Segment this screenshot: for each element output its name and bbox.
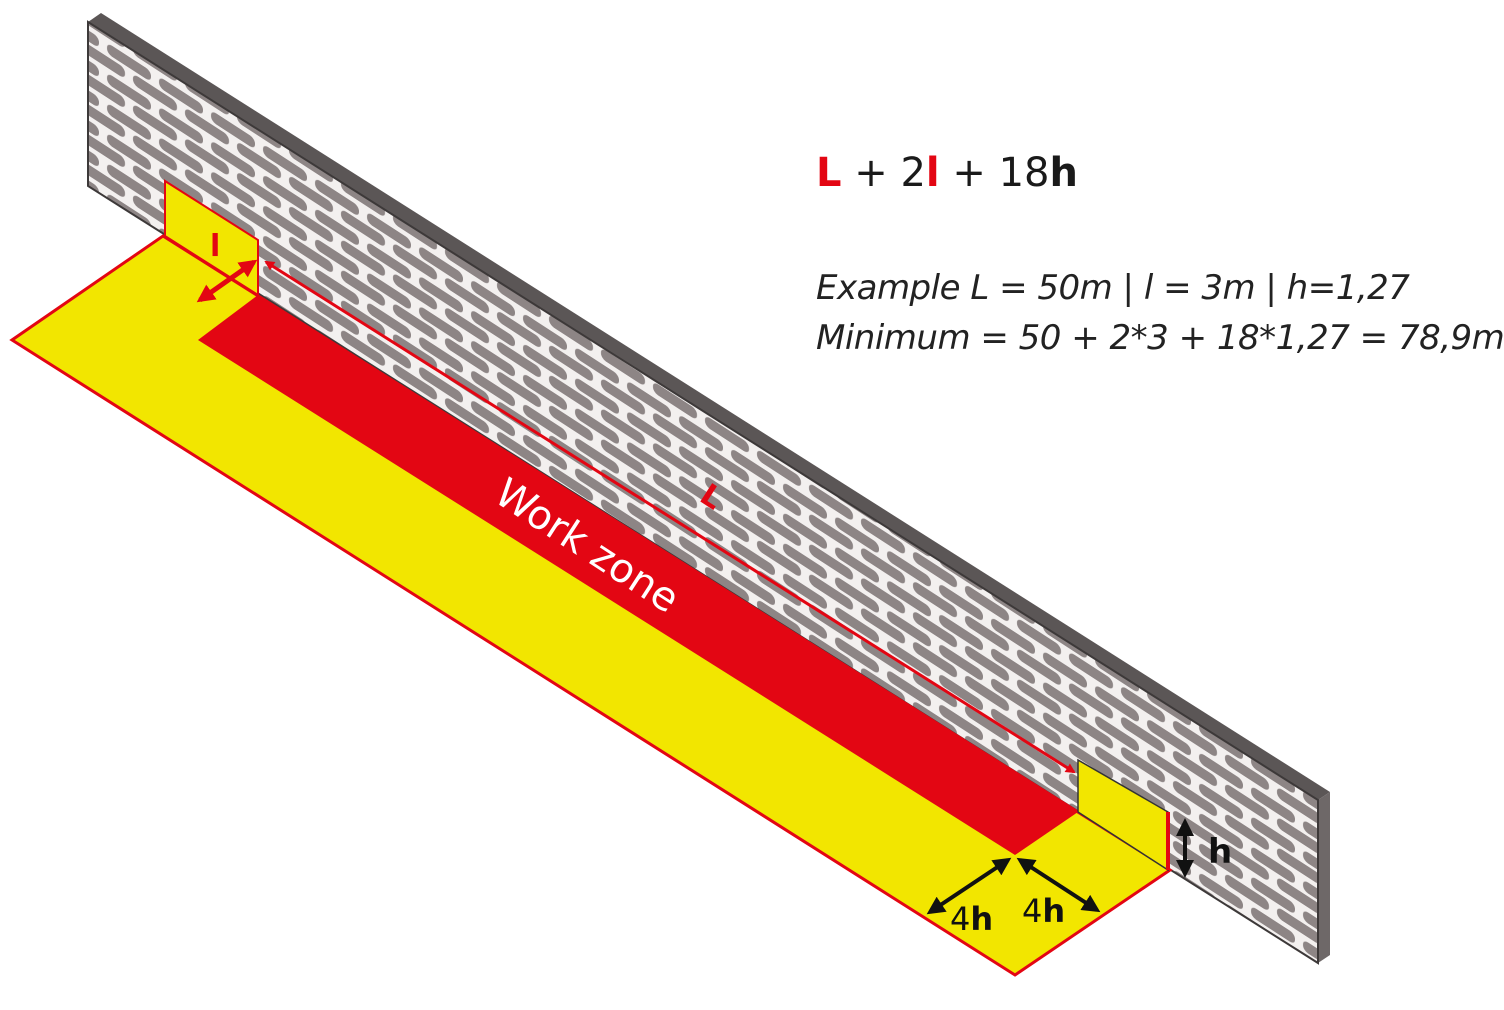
formula-l: l [925, 150, 940, 196]
offset-left-label: 4h [950, 900, 993, 938]
offset-right-number: 4 [1022, 892, 1042, 930]
width-l-label: l [210, 229, 220, 264]
offset-right-label: 4h [1022, 892, 1065, 930]
formula: L + 2l + 18h [816, 150, 1078, 196]
height-h-label: h [1208, 832, 1232, 872]
example-minimum: Minimum = 50 + 2*3 + 18*1,27 = 78,9m [816, 318, 1504, 358]
wall-side [1318, 792, 1330, 963]
example-values: Example L = 50m | l = 3m | h=1,27 [816, 268, 1410, 308]
offset-right-arrow [1016, 857, 1101, 913]
offset-left-number: 4 [950, 900, 970, 938]
formula-plus-2: + 2 [841, 150, 926, 196]
width-l-arrow [196, 259, 258, 303]
formula-plus-18: + 18 [939, 150, 1050, 196]
formula-h: h [1049, 150, 1078, 196]
offset-left-h: h [970, 900, 993, 938]
length-L-arrow [264, 260, 1076, 774]
offset-right-h: h [1042, 892, 1065, 930]
offset-left-arrow [926, 857, 1012, 915]
formula-L: L [816, 150, 842, 196]
